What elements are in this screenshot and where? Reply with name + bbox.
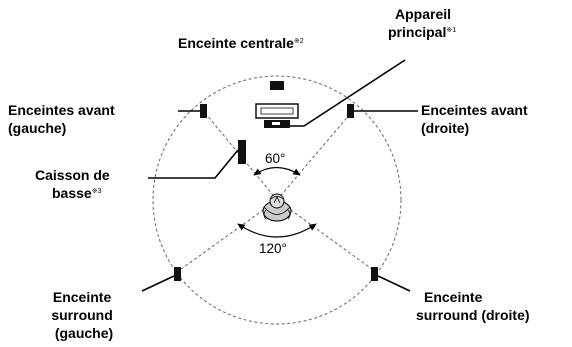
surround-left-speaker [174,267,181,281]
listener-icon [262,193,292,222]
front-left-label: Enceintes avant (gauche) [8,102,119,136]
front-right-label: Enceintes avant (droite) [421,102,532,136]
center-speaker [270,81,284,90]
front-left-speaker [200,104,207,118]
leader-lines [141,59,418,292]
subwoofer-speaker [238,140,246,164]
surround-left-label: Enceinte surround (gauche) [51,289,116,341]
surround-right-speaker [371,267,378,281]
main-unit-device [255,103,299,128]
main-unit-label: Appareil principal※1 [388,6,456,40]
front-angle-arc [253,166,301,176]
front-right-speaker [347,104,354,118]
center-speaker-label: Enceinte centrale※2 [178,35,304,51]
surround-angle-arc [237,223,317,238]
surround-angle-label: 120° [259,241,287,256]
surround-right-label: Enceinte surround (droite) [416,289,530,323]
subwoofer-label: Caisson de basse※3 [35,167,114,201]
front-angle-label: 60° [265,151,285,166]
listening-circle [152,75,402,325]
